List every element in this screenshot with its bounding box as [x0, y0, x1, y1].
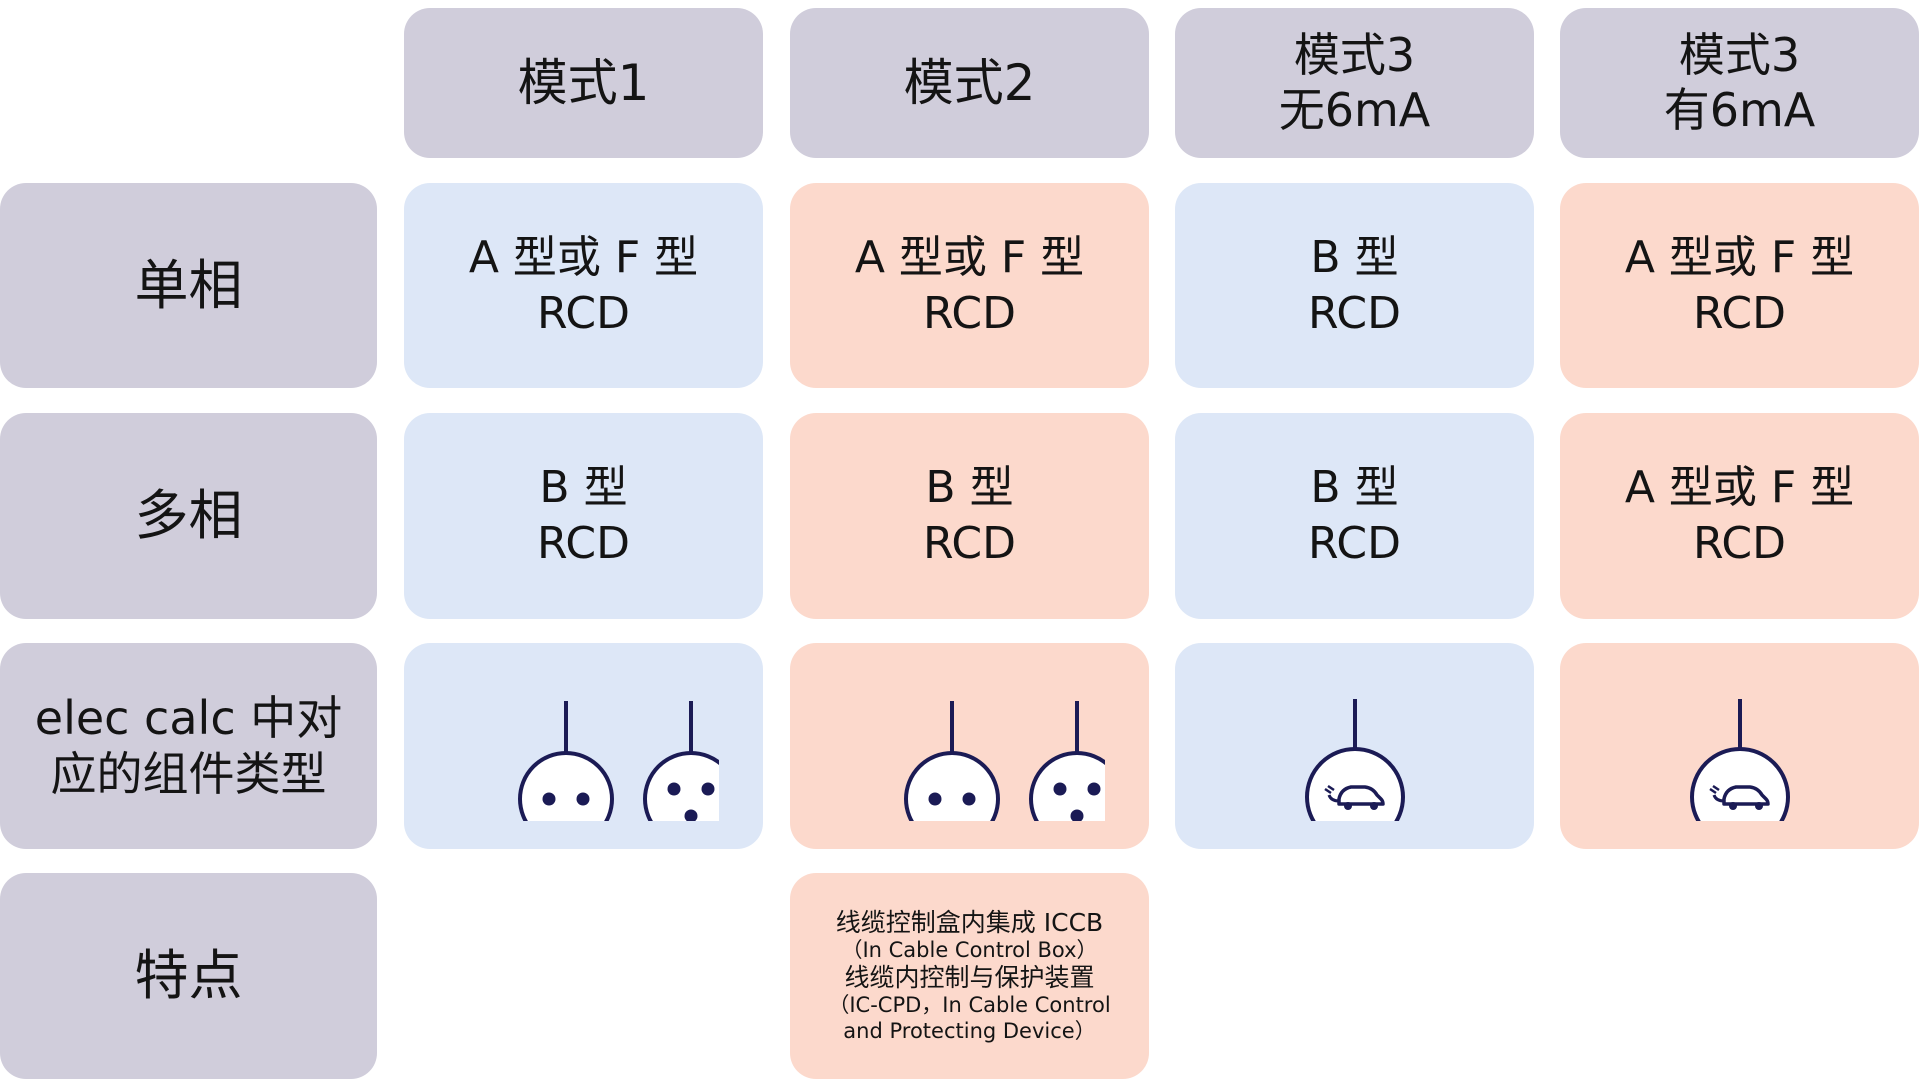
column-header-mode3-without-6ma: 模式3 无6mA: [1175, 8, 1534, 158]
row-label-single-phase: 单相: [0, 183, 377, 388]
rcd-device: RCD: [923, 287, 1016, 339]
row-label-features: 特点: [0, 873, 377, 1079]
column-header-sublabel: 无6mA: [1278, 83, 1431, 137]
features-line: 线缆控制盒内集成 ICCB: [835, 907, 1104, 937]
cell-single-phase-mode1: A 型或 F 型 RCD: [404, 183, 763, 388]
rcd-device: RCD: [1308, 518, 1401, 569]
socket-two-pin-icon: [903, 701, 1000, 821]
rcd-type: A 型或 F 型: [1624, 231, 1855, 283]
cell-multi-phase-mode1: B 型 RCD: [404, 413, 763, 619]
cell-multi-phase-mode3-with-6ma: A 型或 F 型 RCD: [1560, 413, 1919, 619]
cell-component-mode3-with-6ma: [1560, 643, 1919, 849]
cell-multi-phase-mode2: B 型 RCD: [790, 413, 1149, 619]
column-header-mode3-with-6ma: 模式3 有6mA: [1560, 8, 1919, 158]
row-label-text-line2: 应的组件类型: [50, 747, 327, 801]
rcd-type: B 型: [539, 462, 628, 514]
row-label-text-line1: elec calc 中对: [34, 690, 343, 745]
rcd-device: RCD: [923, 518, 1016, 569]
features-note: 线缆控制盒内集成 ICCB （In Cable Control Box） 线缆内…: [820, 908, 1118, 1045]
cell-component-mode2: [790, 643, 1149, 849]
column-header-label: 模式1: [517, 53, 650, 112]
column-header-sublabel: 有6mA: [1663, 83, 1816, 137]
socket-three-pin-icon: [642, 701, 719, 821]
column-header-label: 模式3: [1678, 27, 1801, 82]
row-label-text: 特点: [134, 944, 243, 1008]
socket-two-pin-icon: [517, 701, 614, 821]
features-line: （In Cable Control Box）: [841, 937, 1098, 962]
column-header-mode2: 模式2: [790, 8, 1149, 158]
cell-component-mode1: [404, 643, 763, 849]
cell-multi-phase-mode3-without-6ma: B 型 RCD: [1175, 413, 1534, 619]
cell-component-mode3-without-6ma: [1175, 643, 1534, 849]
rcd-type: A 型或 F 型: [468, 231, 699, 283]
rcd-device: RCD: [1308, 287, 1401, 339]
rcd-type: A 型或 F 型: [1624, 462, 1855, 514]
cell-single-phase-mode3-without-6ma: B 型 RCD: [1175, 183, 1534, 388]
rcd-type: A 型或 F 型: [854, 231, 1085, 283]
rcd-device: RCD: [537, 287, 630, 339]
rcd-device: RCD: [1693, 287, 1786, 339]
features-line: and Protecting Device）: [843, 1018, 1096, 1043]
socket-pair-icon: [903, 701, 1105, 821]
row-label-multi-phase: 多相: [0, 413, 377, 619]
rcd-device: RCD: [537, 518, 630, 569]
rcd-type: B 型: [1310, 231, 1399, 283]
socket-three-pin-icon: [1028, 701, 1105, 821]
features-line: 线缆内控制与保护装置: [844, 963, 1095, 993]
rcd-device: RCD: [1693, 518, 1786, 569]
column-header-label: 模式3: [1293, 27, 1416, 82]
rcd-type: B 型: [1310, 462, 1399, 514]
row-label-text: 多相: [134, 484, 243, 548]
row-label-text: 单相: [134, 253, 243, 317]
features-line: （IC-CPD，In Cable Control: [828, 993, 1111, 1018]
column-header-label: 模式2: [903, 53, 1036, 112]
ev-charger-icon: [1304, 699, 1405, 821]
socket-pair-icon: [517, 701, 719, 821]
cell-single-phase-mode3-with-6ma: A 型或 F 型 RCD: [1560, 183, 1919, 388]
cell-features-mode2: 线缆控制盒内集成 ICCB （In Cable Control Box） 线缆内…: [790, 873, 1149, 1079]
ev-charger-icon: [1689, 699, 1790, 821]
row-label-component-type: elec calc 中对 应的组件类型: [0, 643, 377, 849]
column-header-mode1: 模式1: [404, 8, 763, 158]
cell-single-phase-mode2: A 型或 F 型 RCD: [790, 183, 1149, 388]
rcd-type: B 型: [925, 462, 1014, 514]
